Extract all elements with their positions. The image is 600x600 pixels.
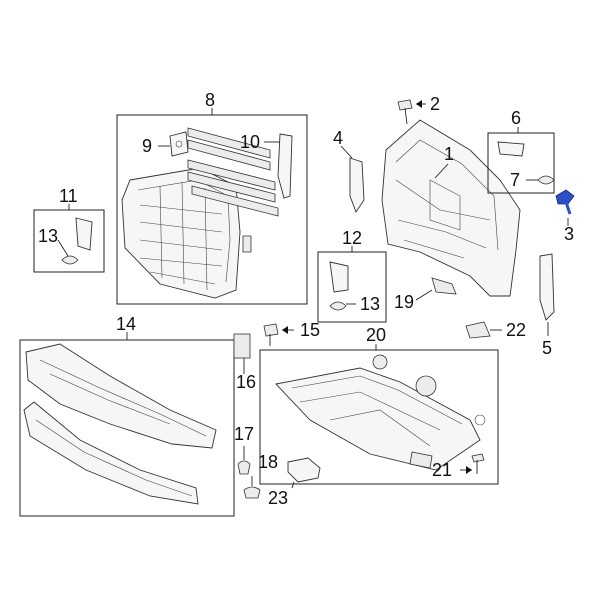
callout-16: 16 [236, 372, 256, 392]
part-10-bracket [277, 133, 293, 199]
callout-9: 9 [142, 136, 152, 156]
callout-22: 22 [506, 320, 526, 340]
callout-1: 1 [444, 144, 454, 164]
callout-14: 14 [116, 314, 136, 334]
part-23-bracket: 23 [268, 457, 321, 508]
part-22-clip: 22 [465, 320, 526, 340]
part-9-bracket [169, 131, 189, 157]
part-21-bolt: 21 [432, 453, 485, 480]
callout-18: 18 [258, 452, 278, 472]
part-group-14: 14 [19, 314, 235, 517]
group-6-box [487, 132, 555, 194]
part-17-clip: 17 [234, 424, 254, 475]
shutter-frame [121, 167, 241, 299]
callout-2: 2 [430, 94, 440, 114]
part-18-clip: 18 [243, 452, 278, 499]
callout-12: 12 [342, 228, 362, 248]
part-2-bolt: 2 [397, 94, 440, 125]
callout-7: 7 [510, 170, 520, 190]
callout-19: 19 [394, 292, 414, 312]
callout-3: 3 [564, 224, 574, 244]
part-1-radiator-support: 1 [381, 119, 521, 297]
part-19-sensor: 19 [394, 277, 457, 312]
part-group-6: 6 7 [487, 108, 555, 194]
callout-10: 10 [240, 132, 260, 152]
callout-21: 21 [432, 460, 452, 480]
part-group-12: 12 13 [317, 228, 387, 323]
part-3-bolt-highlighted: 3 [555, 189, 575, 244]
callout-4: 4 [333, 128, 343, 148]
callout-13a: 13 [38, 226, 58, 246]
callout-6: 6 [511, 108, 521, 128]
group-20-box [259, 349, 499, 485]
callout-15: 15 [300, 320, 320, 340]
part-group-20: 20 [259, 325, 499, 485]
callout-13b: 13 [360, 294, 380, 314]
part-4: 4 [333, 128, 365, 213]
part-group-8: 8 9 10 [116, 90, 308, 305]
part-5-bracket: 5 [539, 253, 555, 358]
part-15-bolt: 15 [263, 320, 320, 346]
callout-5: 5 [542, 338, 552, 358]
callout-8: 8 [205, 90, 215, 110]
callout-20: 20 [366, 325, 386, 345]
callout-11: 11 [59, 186, 78, 206]
part-group-11: 11 13 [33, 186, 105, 273]
part-16-gasket: 16 [233, 333, 256, 392]
callout-17: 17 [234, 424, 254, 444]
callout-23: 23 [268, 488, 288, 508]
